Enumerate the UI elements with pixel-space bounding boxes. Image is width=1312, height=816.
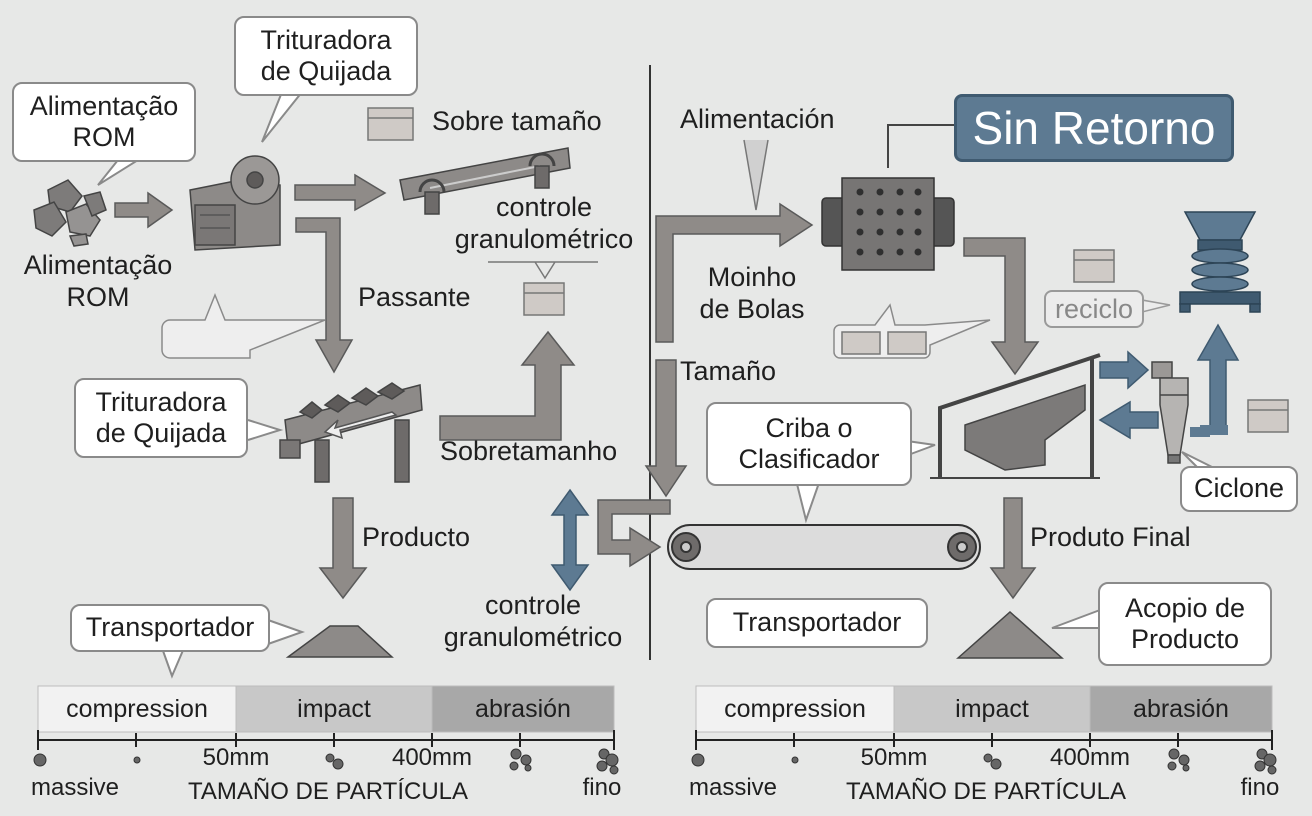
stockpile-left-icon: [285, 625, 394, 658]
callout-tail-stockpile: [1051, 609, 1101, 629]
arrow-cyclone-to-screen: [1098, 400, 1159, 440]
feed-rom-label: Alimentação ROM: [29, 90, 179, 152]
scale-right-tick-50mm: 50mm: [860, 744, 928, 771]
feed-rom-callout: Alimentação ROM: [12, 82, 196, 162]
scale-left-end-fino: fino: [582, 774, 622, 801]
callout-tail-crusher-bottom: [247, 419, 284, 441]
callout-tail-crusher-top: [261, 91, 303, 143]
crusher-bottom-label: Trituradora de Quijada: [95, 386, 227, 448]
stockpile-right-icon: [956, 610, 1064, 659]
arrow-rom-to-crusher: [114, 191, 174, 229]
arrow-passante-down: [295, 217, 354, 374]
scale-right-end-fino: fino: [1240, 774, 1280, 801]
arrow-final-product-down: [989, 497, 1037, 600]
recycle-label: reciclo: [1054, 293, 1134, 324]
scale-left: [33, 685, 619, 775]
scale-left-band-compression: compression: [66, 694, 208, 723]
conveyor-right-callout: Transportador: [706, 598, 928, 648]
screen-callout: Criba o Clasificador: [706, 402, 912, 486]
scale-left-tick-50mm: 50mm: [202, 744, 270, 771]
arrow-tamano-down: [644, 359, 688, 498]
callout-tail-feed: [97, 159, 139, 186]
arrow-to-conveyor: [597, 499, 671, 568]
side-bin-icon: [1247, 399, 1289, 433]
oversize-label: Sobre tamaño: [432, 106, 602, 136]
stockpile-callout: Acopio de Producto: [1098, 582, 1272, 666]
screen-classifier-icon: [930, 353, 1101, 479]
cyclone-icon: [1151, 361, 1189, 464]
scale-right-end-massive: massive: [688, 774, 778, 801]
reciclo-bin-icon: [1073, 249, 1115, 283]
callout-tail-screen-down: [795, 479, 821, 524]
arrow-up-to-hydrocyclone: [1196, 323, 1240, 431]
arrow-mill-to-screen: [963, 237, 1040, 376]
crusher-top-label: Trituradora de Quijada: [260, 24, 392, 86]
conveyor-right-label: Transportador: [732, 607, 902, 638]
scale-right-band-abrasion: abrasión: [1133, 694, 1229, 723]
cyclone-callout: Ciclone: [1180, 466, 1298, 512]
scale-left-axis-title: TAMAÑO DE PARTÍCULA: [187, 778, 469, 805]
conveyor-left-label: Transportador: [85, 612, 255, 643]
feed-label: Alimentación: [680, 104, 835, 134]
size-label: Tamaño: [680, 356, 777, 386]
oversize-bin-icon: [367, 107, 414, 141]
arrow-screen-to-cyclone: [1099, 350, 1150, 390]
empty-callout: [161, 292, 326, 359]
hydrocyclone-icon: [1179, 211, 1261, 313]
center-grading-label: controle granulométrico: [443, 590, 623, 652]
callout-tail-cyclone: [1181, 451, 1219, 471]
stockpile-label: Acopio de Producto: [1124, 592, 1246, 654]
arrow-crusher-to-screen: [294, 173, 387, 212]
scale-right-band-impact: impact: [955, 694, 1029, 723]
no-return-badge: Sin Retorno: [954, 94, 1234, 162]
scale-left-end-massive: massive: [30, 774, 120, 801]
grading-bin-icon: [523, 282, 565, 316]
scale-right-band-compression: compression: [724, 694, 866, 723]
scale-right: [691, 685, 1277, 775]
scale-right-axis-title: TAMAÑO DE PARTÍCULA: [845, 778, 1127, 805]
callout-tail-conveyor-left-down: [161, 647, 185, 679]
rom-rocks-icon: [33, 179, 107, 247]
product-label: Producto: [362, 522, 471, 552]
recycle-callout: reciclo: [1044, 290, 1144, 328]
screen-label: Criba o Clasificador: [738, 412, 880, 474]
scale-left-band-abrasion: abrasión: [475, 694, 571, 723]
belt-conveyor-icon: [667, 524, 981, 570]
callout-tail-conveyor-left: [267, 619, 306, 645]
scale-right-tick-400mm: 400mm: [1049, 744, 1131, 771]
arrow-feed-to-mill: [655, 202, 814, 343]
vibrating-screen-top-icon: [399, 147, 571, 215]
no-return-label: Sin Retorno: [972, 102, 1216, 154]
final-product-label: Produto Final: [1030, 522, 1191, 552]
cyclone-label: Ciclone: [1193, 473, 1285, 504]
passante-label: Passante: [358, 282, 471, 312]
ball-mill-label: Moinho de Bolas: [699, 262, 805, 324]
feed-rom-bottom-label: Alimentação ROM: [23, 250, 173, 312]
arrow-sobretamanho-return: [439, 330, 576, 441]
arrow-product-down: [318, 497, 368, 600]
ball-mill-icon: [821, 177, 955, 271]
scale-left-tick-400mm: 400mm: [391, 744, 473, 771]
jaw-crusher-top-icon: [189, 155, 281, 251]
jaw-crusher-bottom-icon: [279, 382, 423, 483]
grading-label: controle granulométrico: [454, 192, 634, 254]
crusher-bottom-callout: Trituradora de Quijada: [74, 378, 248, 458]
scale-left-band-impact: impact: [297, 694, 371, 723]
feed-pointer: [743, 139, 769, 211]
arrow-grading-vertical: [550, 488, 590, 592]
crusher-top-callout: Trituradora de Quijada: [234, 16, 418, 96]
sobretamanho-label: Sobretamanho: [440, 436, 618, 466]
conveyor-left-callout: Transportador: [70, 604, 270, 652]
